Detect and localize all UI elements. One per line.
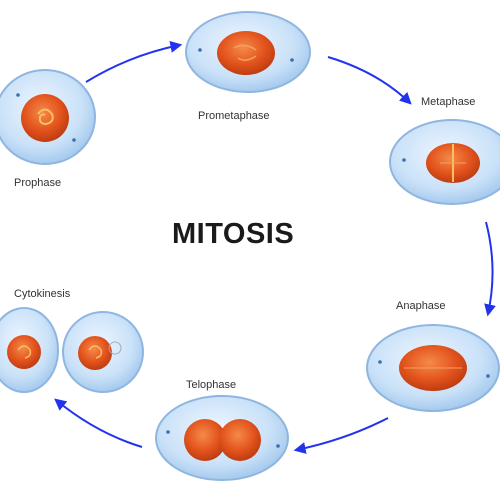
prometaphase-cell <box>185 11 311 93</box>
arrow-metaphase-to-anaphase <box>484 221 496 317</box>
arrow-anaphase-to-telophase <box>293 417 389 454</box>
stage-label-cytokinesis: Cytokinesis <box>14 288 71 300</box>
anaphase-cell <box>366 324 500 412</box>
stage-label-metaphase: Metaphase <box>421 96 476 108</box>
stage-label-anaphase: Anaphase <box>396 300 446 312</box>
diagram-title: MITOSIS <box>172 218 295 250</box>
arrow-prophase-to-prometaphase <box>85 41 183 83</box>
telophase-cell <box>155 395 289 481</box>
stage-label-prophase: Prophase <box>14 177 62 189</box>
prophase-cell <box>0 69 96 165</box>
metaphase-cell <box>389 119 500 205</box>
cytokinesis-cells <box>0 307 144 393</box>
stage-label-telophase: Telophase <box>186 379 237 391</box>
arrow-prometaphase-to-metaphase <box>327 56 412 105</box>
arrow-telophase-to-cytokinesis <box>54 398 143 448</box>
stage-label-prometaphase: Prometaphase <box>198 110 270 122</box>
